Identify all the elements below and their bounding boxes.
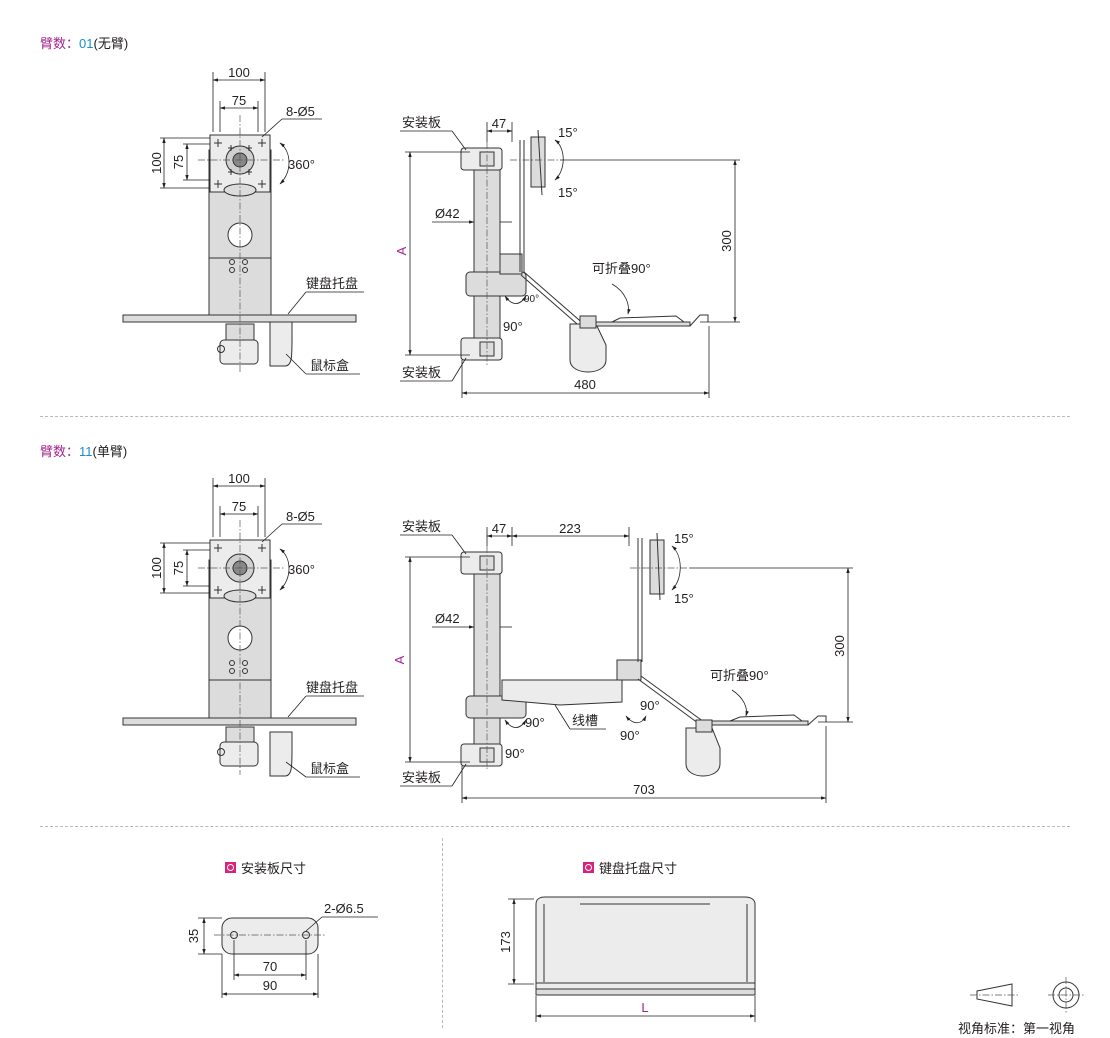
svg-text:100: 100 xyxy=(228,471,250,486)
svg-text:键盘托盘: 键盘托盘 xyxy=(306,680,358,695)
keyboard-tray-top xyxy=(535,896,756,984)
mouse-box xyxy=(269,731,293,777)
side-view-11: A 安装板 安装板 47 223 Ø42 15° 15° 300 可折叠90° … xyxy=(392,519,853,803)
separator-bottom xyxy=(40,826,1070,827)
svg-text:15°: 15° xyxy=(674,591,694,606)
svg-text:安装板: 安装板 xyxy=(402,519,441,534)
tray-size-title: 键盘托盘尺寸 xyxy=(583,858,677,877)
dim-703: 703 xyxy=(633,782,655,797)
svg-text:安装板: 安装板 xyxy=(402,770,441,785)
mouse-box-label: 鼠标盒 xyxy=(310,358,349,373)
plate-pitch: 70 xyxy=(263,959,277,974)
mount-plate-label-bottom: 安装板 xyxy=(402,365,441,380)
svg-text:90°: 90° xyxy=(503,319,523,334)
svg-text:47: 47 xyxy=(492,521,506,536)
mount-plate xyxy=(221,917,319,955)
view-standard-label: 视角标准：第一视角 xyxy=(958,1021,1076,1036)
arm xyxy=(501,679,623,706)
height-var-label: A xyxy=(394,246,409,255)
separator-top xyxy=(40,416,1070,417)
svg-text:100: 100 xyxy=(149,557,164,579)
mouse-box-side xyxy=(685,727,721,777)
fold-label: 可折叠90° xyxy=(592,261,651,276)
front-view-01: 100 75 100 75 8-Ø5 360° 键盘托盘 鼠标盒 xyxy=(122,65,364,375)
front-view-11: 100 75 100 75 8-Ø5 360° 键盘托盘 鼠标盒 xyxy=(122,471,364,778)
svg-text:75: 75 xyxy=(171,155,186,169)
tray-side xyxy=(595,321,691,327)
rotation-label: 360° xyxy=(288,157,315,172)
svg-text:90°: 90° xyxy=(640,698,660,713)
first-angle-projection-icon xyxy=(970,977,1084,1013)
dim-480: 480 xyxy=(574,377,596,392)
plate-size-title: 安装板尺寸 xyxy=(225,858,306,877)
marker-icon xyxy=(225,862,236,873)
svg-text:Ø42: Ø42 xyxy=(435,611,460,626)
dim-223: 223 xyxy=(559,521,581,536)
svg-text:360°: 360° xyxy=(288,562,315,577)
side-view-01: A 安装板 安装板 47 Ø42 15° 15° 300 可折叠90° 90° … xyxy=(394,115,740,398)
svg-text:75: 75 xyxy=(171,561,186,575)
mount-plate-label-top: 安装板 xyxy=(402,115,441,130)
svg-text:90°: 90° xyxy=(524,294,539,305)
svg-text:15°: 15° xyxy=(674,531,694,546)
svg-text:鼠标盒: 鼠标盒 xyxy=(310,761,349,776)
svg-text:可折叠90°: 可折叠90° xyxy=(710,668,769,683)
dim-47: 47 xyxy=(492,116,506,131)
svg-text:90°: 90° xyxy=(525,715,545,730)
tray-size-drawing: 173 L xyxy=(498,896,756,1022)
svg-text:90°: 90° xyxy=(620,728,640,743)
keyboard-tray-label: 键盘托盘 xyxy=(306,276,358,291)
plate-height: 35 xyxy=(186,929,201,943)
tilt-label-bottom: 15° xyxy=(558,185,578,200)
tray-length: L xyxy=(641,1000,648,1015)
dim-300: 300 xyxy=(719,230,734,252)
section-label-11: 臂数：11(单臂) xyxy=(40,444,128,459)
plate-holes-label: 2-Ø6.5 xyxy=(324,901,364,916)
holes-label: 8-Ø5 xyxy=(286,104,315,119)
tilt-label-top: 15° xyxy=(558,125,578,140)
svg-text:90°: 90° xyxy=(505,746,525,761)
tray-depth: 173 xyxy=(498,931,513,953)
svg-text:8-Ø5: 8-Ø5 xyxy=(286,509,315,524)
section-label-01: 臂数：01(无臂) xyxy=(40,36,129,51)
cable-slot-label: 线槽 xyxy=(572,713,598,728)
tray-side xyxy=(711,720,809,726)
plate-size-drawing: 35 2-Ø6.5 70 90 xyxy=(186,901,378,998)
keyboard-tray xyxy=(122,314,357,323)
dim-75: 75 xyxy=(232,93,246,108)
svg-text:300: 300 xyxy=(832,635,847,657)
plate-width: 90 xyxy=(263,978,277,993)
mouse-box-side xyxy=(569,323,607,373)
svg-text:75: 75 xyxy=(232,499,246,514)
dim-100: 100 xyxy=(228,65,250,80)
diameter-label: Ø42 xyxy=(435,206,460,221)
svg-text:A: A xyxy=(392,655,407,664)
svg-text:100: 100 xyxy=(149,152,164,174)
marker-icon xyxy=(583,862,594,873)
mouse-box xyxy=(269,321,293,367)
keyboard-tray xyxy=(122,717,357,726)
separator-vertical xyxy=(442,838,443,1028)
